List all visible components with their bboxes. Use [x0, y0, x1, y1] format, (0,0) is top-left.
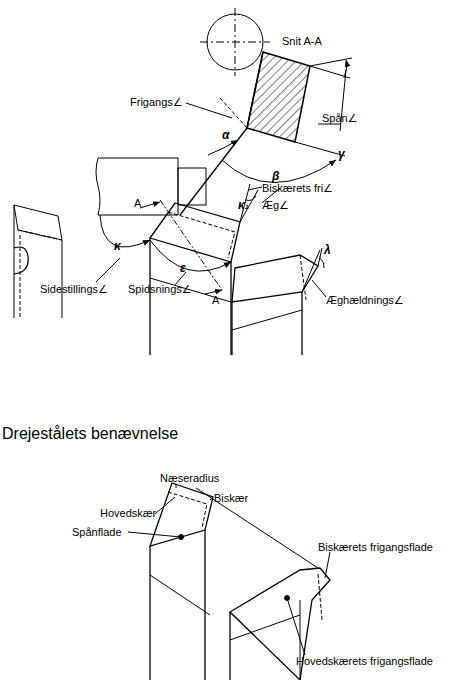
diagram-title: Drejestålets benævnelse	[2, 424, 178, 443]
part-label: Spån∠	[322, 112, 358, 125]
part-label: Frigangs∠	[130, 96, 183, 109]
angle-symbol: α	[222, 129, 229, 142]
part-label: Biskærets frigangsflade	[318, 541, 433, 554]
part-label: Biskærets fri∠	[262, 182, 333, 195]
part-label: Biskær	[214, 492, 248, 505]
part-label: Sidestillings∠	[40, 283, 108, 296]
part-label: Spånflade	[72, 526, 122, 539]
part-label: A	[212, 294, 219, 307]
part-label: Spidsnings∠	[128, 283, 192, 296]
angle-symbol: λ	[324, 244, 331, 257]
part-label: Æg∠	[262, 199, 289, 212]
part-label: Æghældnings∠	[326, 294, 404, 307]
part-label: A	[134, 197, 141, 210]
angle-symbol: κ₁	[238, 199, 249, 212]
part-label: Snit A-A	[282, 35, 322, 48]
part-label: Hovedskær	[100, 507, 156, 520]
part-label: Hovedskærets frigangsflade	[296, 655, 433, 668]
angle-symbol: ε	[180, 262, 186, 275]
angle-symbol: γ	[338, 148, 345, 161]
angle-symbol: κ	[114, 240, 121, 253]
angle-symbol: β	[272, 170, 279, 183]
part-label: Næseradius	[160, 472, 219, 485]
